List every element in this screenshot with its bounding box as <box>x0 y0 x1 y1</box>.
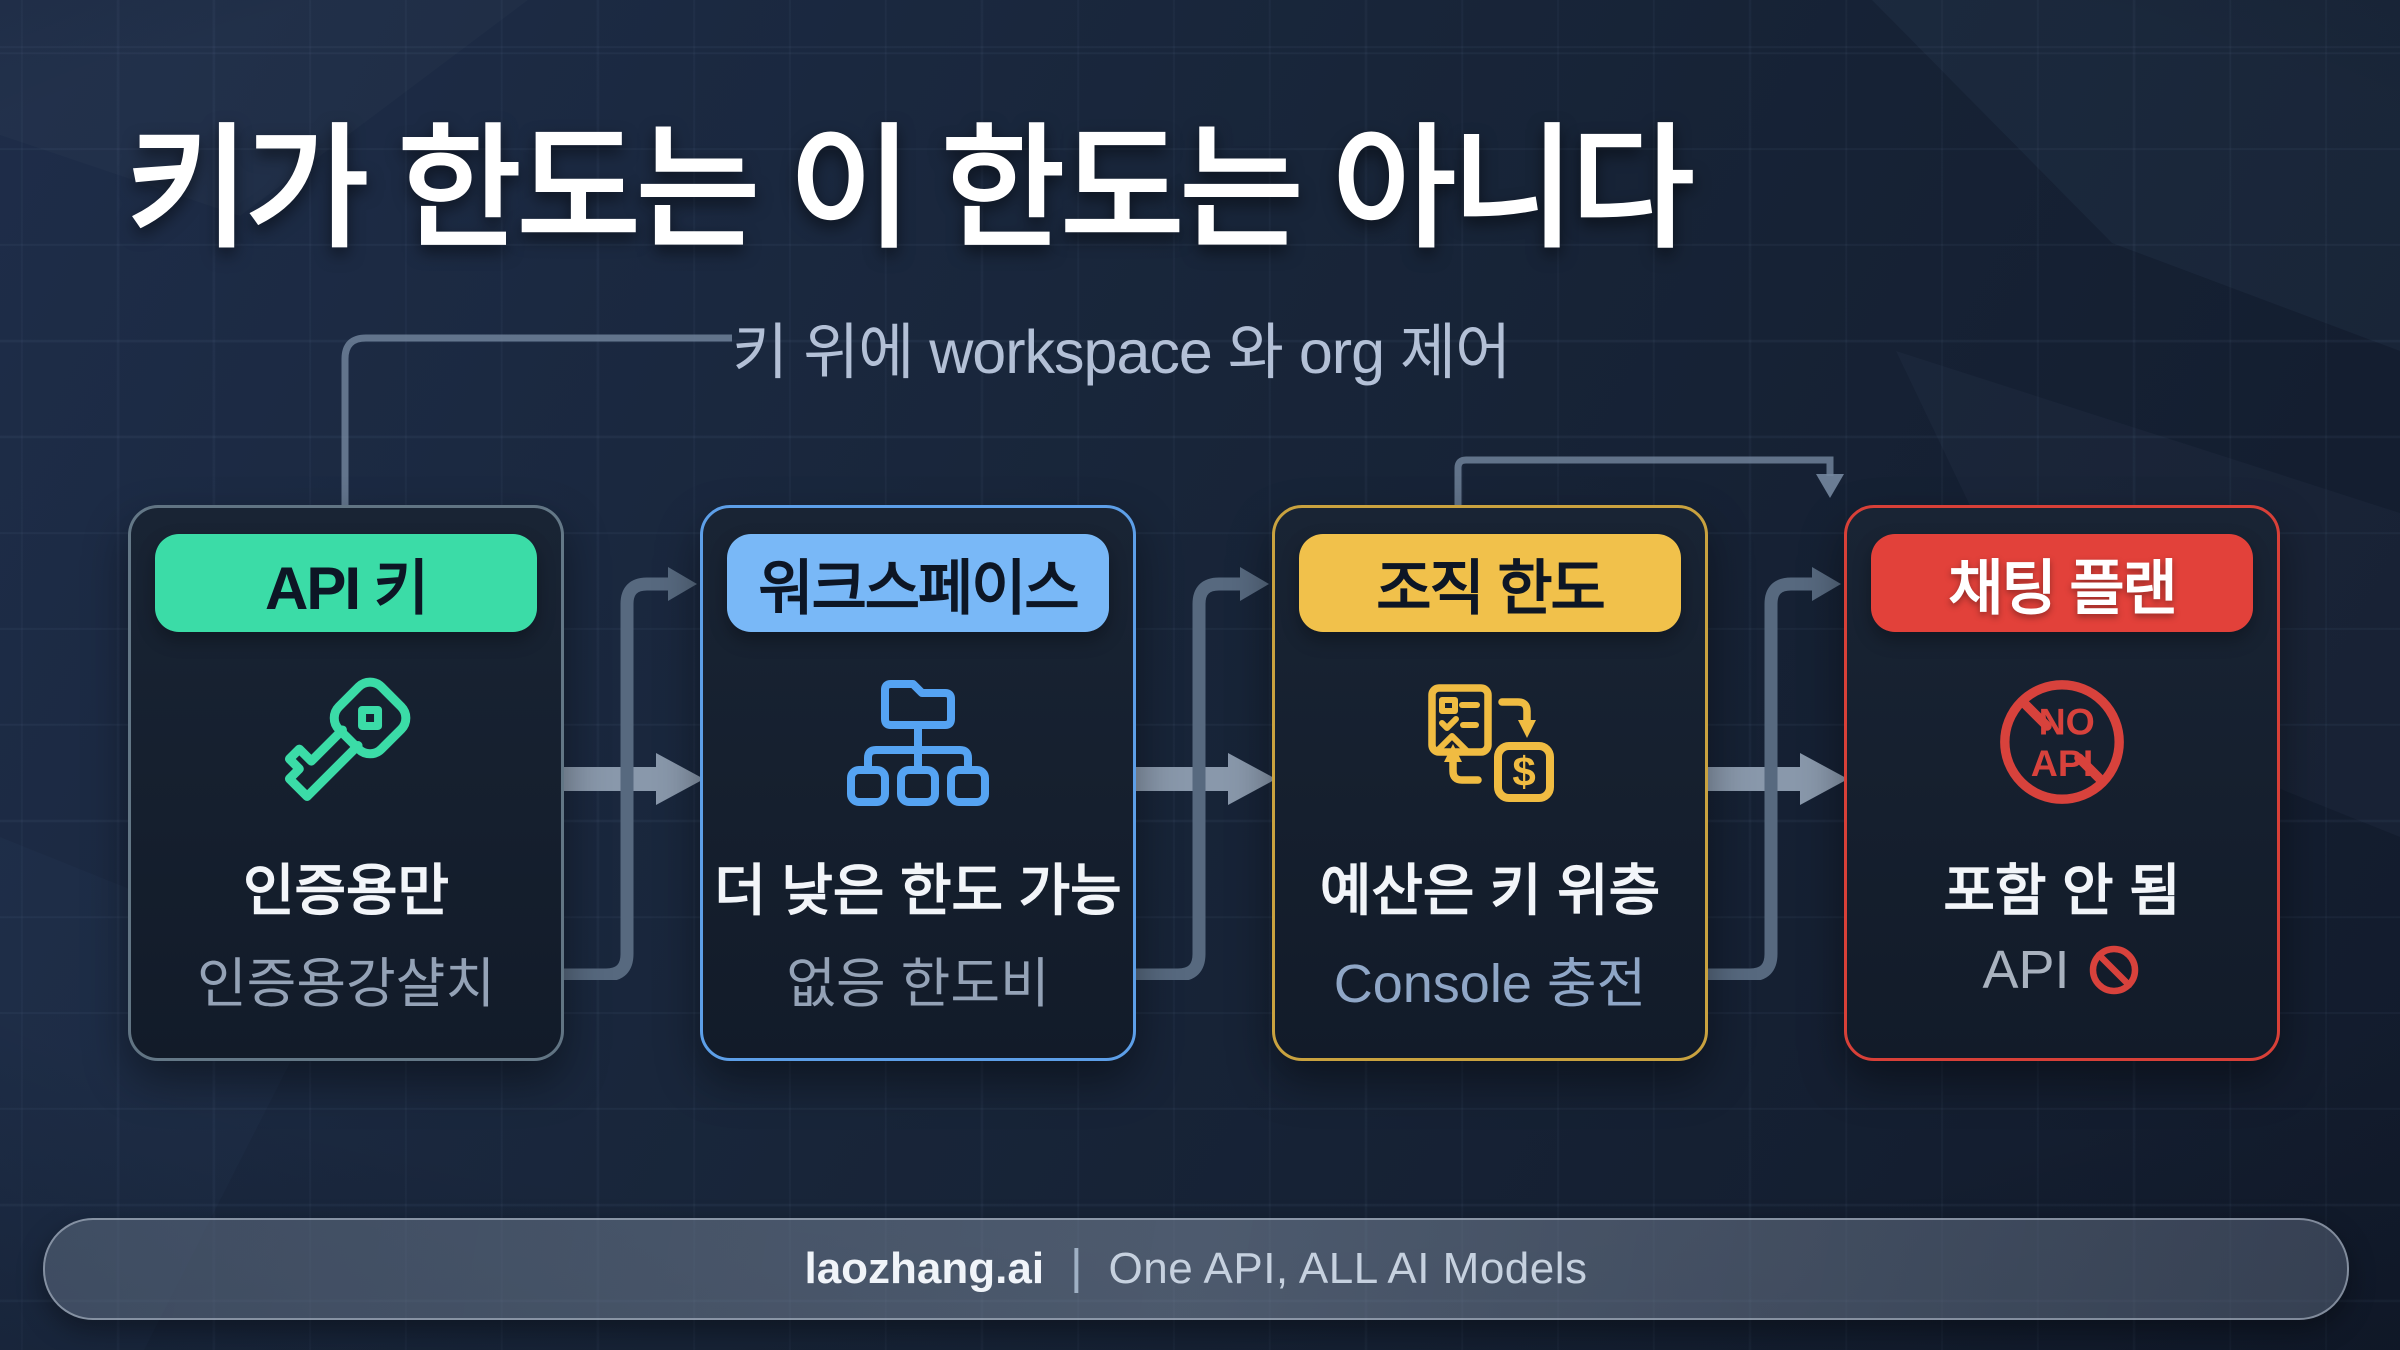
no-api-icon: NO API <box>1987 662 2137 822</box>
sitemap-icon <box>838 662 998 822</box>
card-org-limit-header-label: 조직 한도 <box>1376 554 1605 622</box>
card-api-key: API 키 인증용만 인증용강샬치 <box>128 505 564 1061</box>
key-icon <box>266 662 426 822</box>
no-entry-icon <box>2089 945 2138 995</box>
page-title: 키가 한도는 이 한도는 아니다 <box>126 115 1694 264</box>
card-api-key-line1: 인증용만 <box>242 859 450 922</box>
subtitle: 키 위에 workspace 와 org 제어 <box>732 318 1511 386</box>
card-api-key-line2: 인증용강샬치 <box>196 954 496 1014</box>
card-chat-plan-line2: API <box>1982 939 2141 1001</box>
footer-bar: laozhang.ai | One API, ALL AI Models <box>43 1218 2349 1320</box>
card-workspace-header-label: 워크스페이스 <box>758 554 1079 622</box>
card-workspace: 워크스페이스 더 낮은 한도 가능 없응 한도비 <box>700 505 1136 1061</box>
card-org-limit-header: 조직 한도 <box>1299 534 1681 632</box>
card-workspace-line2: 없응 한도비 <box>786 954 1050 1014</box>
footer-separator: | <box>1070 1240 1083 1294</box>
card-chat-plan-header-label: 채팅 플랜 <box>1948 554 2177 622</box>
card-workspace-header: 워크스페이스 <box>727 534 1109 632</box>
card-org-limit-line2: Console 충전 <box>1333 954 1647 1014</box>
card-chat-plan-line2-label: API <box>1982 940 2070 1000</box>
billing-exchange-icon: $ <box>1410 662 1570 822</box>
card-api-key-header-label: API 키 <box>265 554 429 622</box>
card-chat-plan-line1: 포함 안 됨 <box>1943 859 2181 922</box>
footer-tagline: One API, ALL AI Models <box>1108 1244 1588 1293</box>
card-org-limit-line1: 예산은 키 위층 <box>1319 859 1661 922</box>
card-chat-plan: 채팅 플랜 NO API 포함 안 됨 API <box>1844 505 2280 1061</box>
no-api-text-no: NO <box>2039 701 2095 743</box>
brand-name: laozhang.ai <box>804 1244 1045 1293</box>
card-chat-plan-header: 채팅 플랜 <box>1871 534 2253 632</box>
card-workspace-line1: 더 낮은 한도 가능 <box>714 859 1122 922</box>
no-api-text-api: API <box>2031 742 2094 784</box>
card-api-key-header: API 키 <box>155 534 537 632</box>
dollar-symbol: $ <box>1512 748 1535 795</box>
card-org-limit: 조직 한도 $ 예산은 키 위층 Con <box>1272 505 1708 1061</box>
